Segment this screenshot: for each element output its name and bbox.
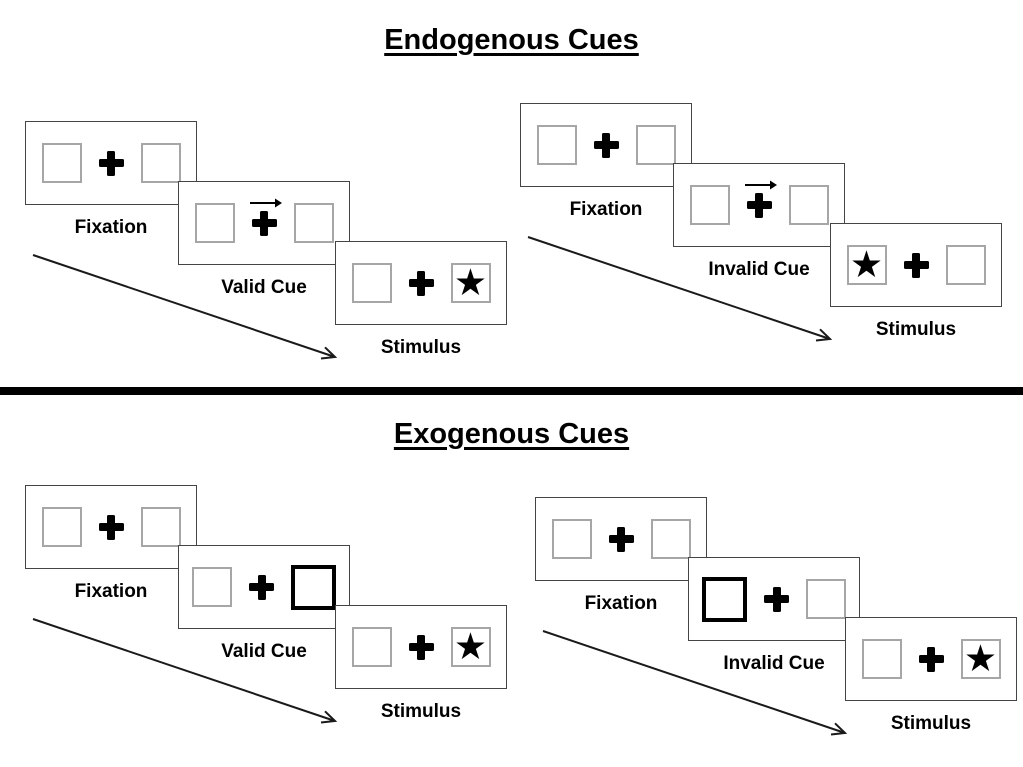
right-box: [635, 125, 676, 165]
panel-label-stimulus: Stimulus: [890, 713, 972, 734]
section-title-endogenous: Endogenous Cues: [384, 24, 639, 56]
fixation-panel: [25, 485, 197, 569]
stimulus-panel: ★: [335, 241, 507, 325]
right-box: ★: [450, 261, 491, 303]
fixation-cross-icon: [746, 192, 772, 218]
right-box: [945, 245, 986, 285]
panel-label-cue: Valid Cue: [221, 277, 307, 298]
fixation-panel: [535, 497, 707, 581]
panel-label-cue: Invalid Cue: [723, 653, 825, 674]
right-box: [140, 143, 181, 183]
right-box: [788, 185, 829, 225]
left-box: [41, 507, 82, 547]
star-icon: ★: [453, 261, 488, 303]
left-box: [351, 627, 392, 667]
right-box: [140, 507, 181, 547]
left-box: [351, 263, 392, 303]
panel-label-cue: Invalid Cue: [708, 259, 810, 280]
fixation-cross-icon: [98, 150, 124, 176]
fixation-cross-icon: [918, 646, 944, 672]
stimulus-panel: ★: [335, 605, 507, 689]
timeline-arrow-icon: [527, 236, 833, 342]
right-box: [293, 203, 334, 243]
left-box: [536, 125, 577, 165]
panel-label-fixation: Fixation: [74, 581, 148, 602]
left-box: [194, 203, 235, 243]
star-icon: ★: [453, 625, 488, 667]
stimulus-panel: ★: [830, 223, 1002, 307]
right-box: [806, 579, 846, 619]
left-box: [551, 519, 592, 559]
cue-arrow-icon: [744, 180, 777, 189]
sequence-endogenous-invalid: ★ Fixation Invalid Cue Stimulus: [520, 103, 1010, 365]
timeline-arrow-icon: [32, 618, 338, 724]
right-box: [650, 519, 691, 559]
section-title-exogenous: Exogenous Cues: [393, 418, 630, 450]
fixation-cross-icon: [408, 634, 434, 660]
stimulus-panel: ★: [845, 617, 1017, 701]
cue-panel: [178, 181, 350, 265]
right-box: ★: [960, 637, 1001, 679]
right-box-highlighted: [291, 564, 336, 610]
panel-label-stimulus: Stimulus: [875, 319, 957, 340]
sequence-exogenous-invalid: ★ Fixation Invalid Cue Stimulus: [535, 497, 1023, 759]
panel-label-fixation: Fixation: [74, 217, 148, 238]
fixation-cross-icon: [593, 132, 619, 158]
fixation-cross-icon: [251, 210, 277, 236]
left-box: [689, 185, 730, 225]
fixation-panel: [520, 103, 692, 187]
star-icon: ★: [849, 243, 884, 285]
panel-label-stimulus: Stimulus: [380, 337, 462, 358]
panel-label-stimulus: Stimulus: [380, 701, 462, 722]
panel-label-fixation: Fixation: [569, 199, 643, 220]
section-divider: [0, 387, 1023, 395]
left-box: [192, 567, 232, 607]
timeline-arrow-icon: [32, 254, 338, 360]
left-box: ★: [846, 243, 887, 285]
fixation-cross-icon: [98, 514, 124, 540]
right-box: ★: [450, 625, 491, 667]
fixation-cross-icon: [903, 252, 929, 278]
fixation-cross-icon: [608, 526, 634, 552]
cue-panel: [673, 163, 845, 247]
sequence-exogenous-valid: ★ Fixation Valid Cue Stimulus: [25, 485, 515, 747]
cue-panel: [688, 557, 860, 641]
fixation-cross-icon: [249, 574, 274, 600]
fixation-panel: [25, 121, 197, 205]
star-icon: ★: [963, 637, 998, 679]
sequence-endogenous-valid: ★ Fixation Valid Cue Stimulus: [25, 121, 515, 383]
cue-arrow-icon: [249, 198, 282, 207]
left-box-highlighted: [702, 576, 747, 622]
cue-panel: [178, 545, 350, 629]
left-box: [41, 143, 82, 183]
panel-label-cue: Valid Cue: [221, 641, 307, 662]
fixation-cross-icon: [408, 270, 434, 296]
panel-label-fixation: Fixation: [584, 593, 658, 614]
left-box: [861, 639, 902, 679]
timeline-arrow-icon: [542, 630, 848, 736]
fixation-cross-icon: [764, 586, 789, 612]
